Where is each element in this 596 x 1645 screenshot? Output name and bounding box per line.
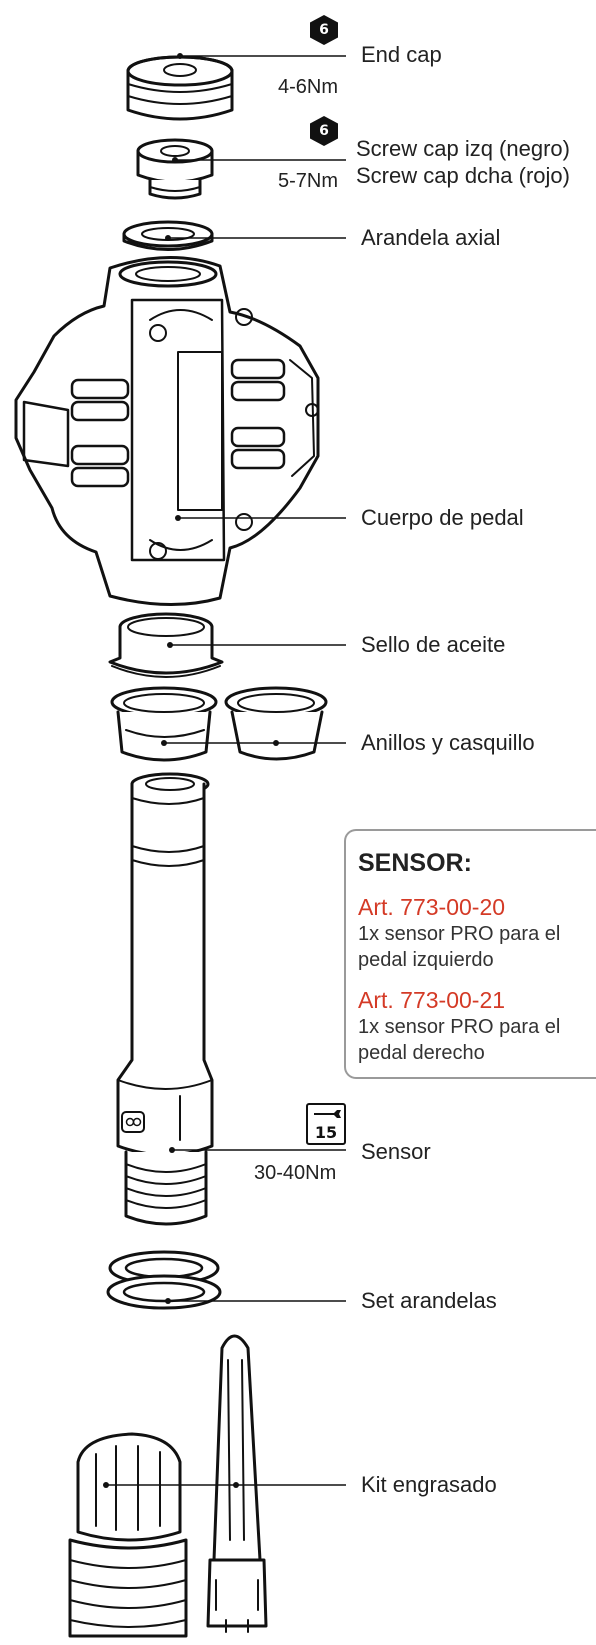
- hex-key-6-icon: 6: [310, 116, 338, 146]
- article-description-right: 1x sensor PRO para el pedal derecho: [358, 1016, 561, 1064]
- wrench-15-icon: 15: [306, 1103, 346, 1145]
- axle-sensor-part: [116, 772, 214, 1226]
- article-description-left: 1x sensor PRO para el pedal izquierdo: [358, 923, 561, 971]
- end-cap-part: [126, 55, 234, 121]
- label-pedal-body: Cuerpo de pedal: [361, 505, 524, 530]
- torque-sensor: 30-40Nm: [254, 1162, 337, 1184]
- label-rings-bushing: Anillos y casquillo: [361, 730, 535, 755]
- label-sensor: Sensor: [361, 1139, 431, 1164]
- rings-and-bushing-part: [110, 686, 328, 762]
- oil-seal-part: [108, 612, 224, 678]
- hex-key-size: 6: [319, 123, 329, 139]
- label-oil-seal: Sello de aceite: [361, 632, 506, 657]
- label-axial-washer: Arandela axial: [361, 225, 501, 250]
- screw-cap-part: [136, 138, 214, 200]
- article-number-left: Art. 773-00-20: [358, 894, 506, 920]
- label-end-cap: End cap: [361, 42, 442, 67]
- axial-washer-part: [122, 220, 214, 251]
- sensor-info-box: SENSOR: Art. 773-00-20 1x sensor PRO par…: [344, 829, 596, 1079]
- pedal-body-part: [14, 255, 320, 607]
- torque-end-cap: 4-6Nm: [278, 76, 339, 98]
- label-screw-cap-left: Screw cap izq (negro): [356, 136, 570, 161]
- label-grease-kit: Kit engrasado: [361, 1472, 497, 1497]
- sensor-box-title: SENSOR:: [358, 849, 472, 877]
- torque-screw-cap: 5-7Nm: [278, 170, 339, 192]
- hex-key-6-icon: 6: [310, 15, 338, 45]
- label-screw-cap-right: Screw cap dcha (rojo): [356, 163, 570, 188]
- article-number-right: Art. 773-00-21: [358, 987, 506, 1013]
- hex-key-size: 6: [319, 22, 329, 38]
- washer-set-part: [106, 1250, 222, 1310]
- grease-kit-part: [68, 1334, 268, 1638]
- wrench-size: 15: [314, 1123, 338, 1142]
- label-washer-set: Set arandelas: [361, 1288, 497, 1313]
